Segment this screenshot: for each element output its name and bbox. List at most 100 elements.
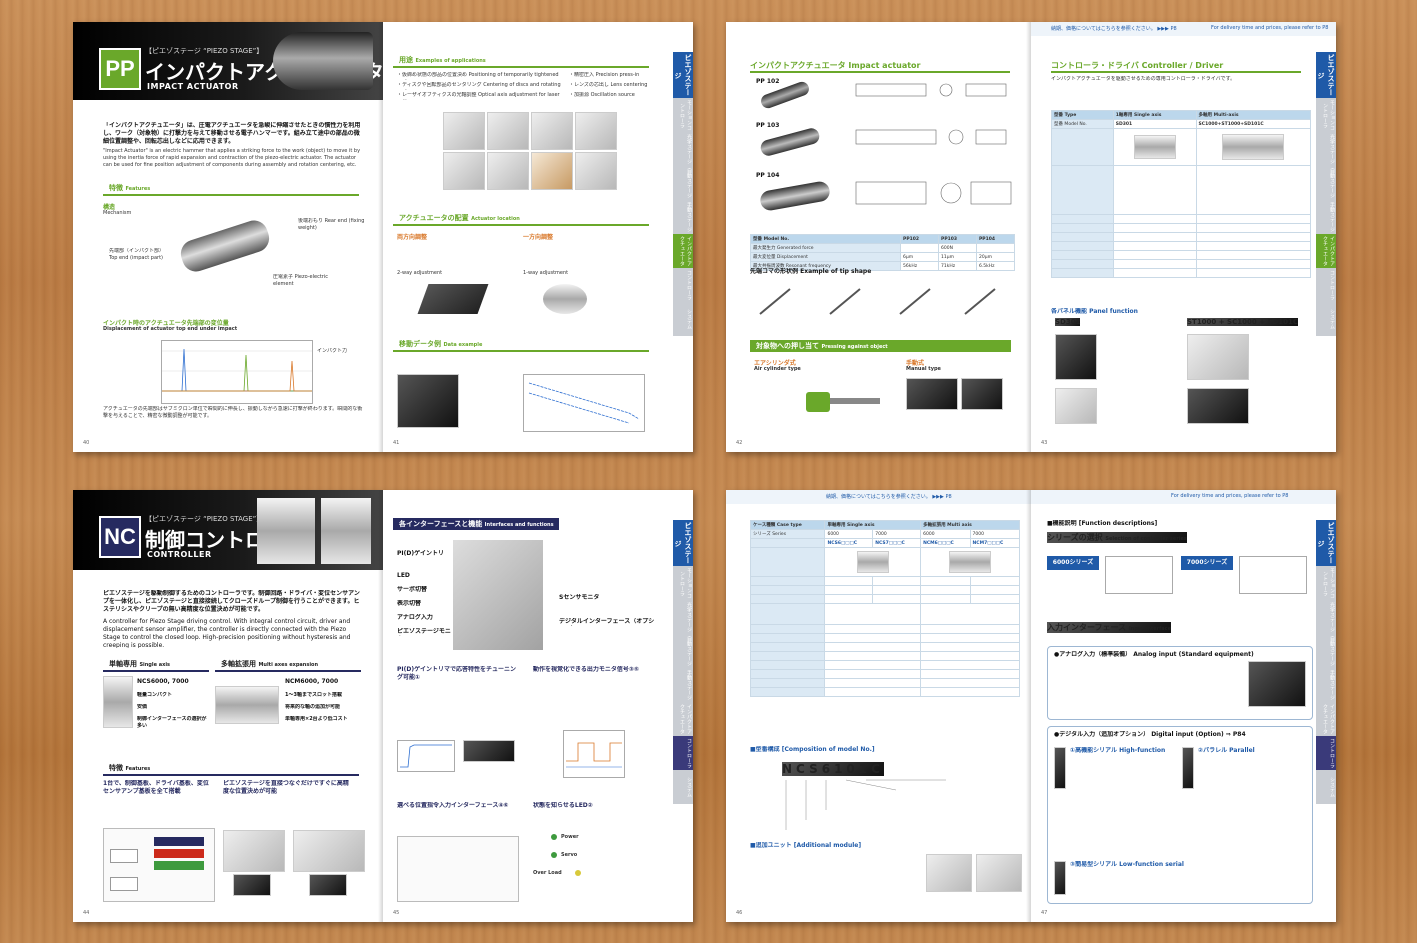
index-tab[interactable]: 自動ステージ bbox=[1316, 166, 1336, 201]
index-tab[interactable]: インパクトアクチュエータ bbox=[673, 234, 693, 269]
table-header: 1軸専用 Single axis bbox=[1112, 110, 1197, 120]
spec-title: インパクトアクチュエータ Impact actuator bbox=[750, 61, 921, 70]
bi-direction-figure bbox=[417, 284, 489, 314]
intro-jp: ピエゾステージを駆動制御するためのコントローラです。制御回路・ドライバ・変位セン… bbox=[103, 590, 360, 613]
features-heading: 特徴 Features bbox=[103, 182, 359, 196]
index-tab[interactable]: 自動ステージ bbox=[1316, 634, 1336, 669]
index-tab[interactable]: 手動ステージ bbox=[673, 200, 693, 235]
index-tab[interactable]: コントローラ bbox=[1316, 268, 1336, 303]
index-tab[interactable]: コントローラ bbox=[673, 268, 693, 303]
index-tabs: ピエゾステージ モーションコントローラ 光学ステージ 自動ステージ 手動ステージ… bbox=[1316, 520, 1336, 902]
index-tab[interactable]: モーションコントローラ bbox=[1316, 98, 1336, 133]
led-label: Over Load bbox=[533, 870, 562, 876]
analog-title: ●アナログ入力（標準装備） Analog input (Standard equ… bbox=[1054, 651, 1254, 658]
index-tab[interactable]: ピエゾステージ bbox=[673, 520, 693, 567]
front-callout: サーボ切替 bbox=[397, 586, 428, 593]
front-callout: LED bbox=[397, 572, 410, 579]
analog-photo bbox=[1248, 661, 1306, 707]
index-tab[interactable]: コントローラ bbox=[1316, 736, 1336, 771]
index-tab[interactable]: モーションコントローラ bbox=[673, 566, 693, 601]
single-feature: 軽量コンパクト bbox=[137, 692, 173, 698]
page-47: For delivery time and prices, please ref… bbox=[1031, 490, 1336, 922]
mechanism-en: Mechanism bbox=[103, 210, 132, 216]
displacement-plot bbox=[161, 340, 313, 404]
table-cell: 20μm bbox=[976, 252, 1015, 262]
index-tab[interactable]: ピエゾステージ bbox=[673, 52, 693, 99]
index-tab[interactable]: モーションコントローラ bbox=[1316, 566, 1336, 601]
index-tab[interactable]: ピエゾステージ bbox=[1316, 520, 1336, 567]
index-tab[interactable]: コントローラ bbox=[673, 736, 693, 771]
series-7000-badge: 7000シリーズ bbox=[1181, 556, 1233, 570]
index-tab[interactable]: ピエゾステージ bbox=[1316, 52, 1336, 99]
move-data-heading: 移動データ例 Data example bbox=[393, 338, 649, 352]
function-title: ■機能説明 [Function descriptions] bbox=[1047, 520, 1158, 527]
application-photo bbox=[575, 112, 617, 150]
table-cell: 最大共振周波数 Resonant frequency bbox=[749, 261, 902, 271]
module-photo bbox=[926, 854, 972, 892]
response-curve bbox=[400, 744, 452, 768]
table-cell: シリーズ Series bbox=[749, 529, 826, 539]
index-tab[interactable]: モーションコントローラ bbox=[673, 98, 693, 133]
page-40: PP 【ピエゾステージ “PIEZO STAGE”】 インパクトアクチュエータ … bbox=[73, 22, 383, 452]
spread-controller-specs: 納期、価格についてはこちらを参照ください。 ▶▶▶ P8 ケース種類 Case … bbox=[726, 490, 1336, 922]
index-tab[interactable]: インパクトアクチュエータ bbox=[1316, 702, 1336, 737]
index-tab[interactable]: 手動ステージ bbox=[673, 668, 693, 703]
index-tab[interactable]: システム bbox=[1316, 770, 1336, 805]
move-data-en: Data example bbox=[443, 342, 483, 348]
page-number: 40 bbox=[83, 440, 90, 446]
index-tab[interactable]: 光学ステージ bbox=[673, 600, 693, 635]
delivery-note-en: For delivery time and prices, please ref… bbox=[1211, 25, 1329, 31]
apps-en: Examples of applications bbox=[415, 58, 486, 64]
page-43: 納期、価格についてはこちらを参照ください。 ▶▶▶ P8 For deliver… bbox=[1031, 22, 1336, 452]
index-tab[interactable]: インパクトアクチュエータ bbox=[673, 702, 693, 737]
intro-jp: 「インパクトアクチュエータ」は、圧電アクチュエータを急峻に伸縮させたときの慣性力… bbox=[103, 122, 361, 145]
sd301-rear-photo bbox=[1055, 388, 1097, 424]
index-tab[interactable]: システム bbox=[673, 302, 693, 337]
index-tab[interactable]: 自動ステージ bbox=[673, 166, 693, 201]
index-tab[interactable]: 光学ステージ bbox=[1316, 600, 1336, 635]
index-tab[interactable]: 手動ステージ bbox=[1316, 200, 1336, 235]
index-tab[interactable]: 手動ステージ bbox=[1316, 668, 1336, 703]
mechanism-illustration bbox=[168, 216, 283, 276]
intro-en: A controller for Piezo Stage driving con… bbox=[103, 618, 351, 648]
application-photo bbox=[443, 112, 485, 150]
air-cylinder-label: エアシリンダ式 bbox=[754, 360, 796, 367]
pp104-photo bbox=[758, 180, 832, 212]
power-led-icon bbox=[551, 834, 557, 840]
multi-feature: 1〜3軸までスロット搭載 bbox=[285, 692, 342, 698]
digital-title: ●デジタル入力（追加オプション） Digital input (Option) … bbox=[1054, 731, 1246, 738]
page-header: PP 【ピエゾステージ “PIEZO STAGE”】 インパクトアクチュエータ … bbox=[73, 22, 383, 100]
tip-en: Example of tip shape bbox=[800, 268, 872, 275]
parallel-title: ②パラレル Parallel bbox=[1198, 747, 1255, 754]
press-jp: 対象物への押し当て bbox=[756, 342, 819, 350]
index-tab[interactable]: 光学ステージ bbox=[673, 132, 693, 167]
placement-en: Actuator location bbox=[471, 216, 520, 222]
single-feature: 安価 bbox=[137, 704, 148, 710]
index-tab[interactable]: システム bbox=[1316, 302, 1336, 337]
spec-title-rule bbox=[750, 71, 1010, 73]
app-item: ・レーザイオフティクスの光軸調整 Optical axis adjustment… bbox=[397, 92, 560, 100]
index-tab[interactable]: インパクトアクチュエータ bbox=[1316, 234, 1336, 269]
delivery-bar: For delivery time and prices, please ref… bbox=[1031, 490, 1336, 504]
multi-feature: 単軸専用×2台より低コスト bbox=[285, 716, 348, 722]
manual-photo bbox=[961, 378, 1003, 410]
body-note: アクチュエータの先端部はサブミクロン単位で瞬間的に伸長し、振動しながら急速に打撃… bbox=[103, 406, 363, 419]
index-tab[interactable]: システム bbox=[673, 770, 693, 805]
single-en: Single axis bbox=[139, 662, 171, 668]
table-header: 単軸専用 Single axis bbox=[824, 520, 922, 530]
index-tab[interactable]: 光学ステージ bbox=[1316, 132, 1336, 167]
table-cell: SD301 bbox=[1112, 119, 1197, 129]
panel-heading: 各パネル機能 Panel function bbox=[1051, 308, 1211, 316]
callout-piezo: 圧電素子 Piezo-electric element bbox=[273, 274, 328, 287]
single-axis-photo bbox=[103, 676, 133, 728]
single-jp: 単軸専用 bbox=[109, 660, 137, 668]
controller-front-photo bbox=[453, 540, 543, 650]
interface-en: Interfaces and functions bbox=[484, 522, 554, 528]
index-tab[interactable]: 自動ステージ bbox=[673, 634, 693, 669]
mechanism-jp: 構造 bbox=[103, 204, 116, 211]
table-cell: 7000 bbox=[872, 529, 922, 539]
delivery-note-en: For delivery time and prices, please ref… bbox=[1171, 493, 1289, 499]
led-label: Servo bbox=[561, 852, 578, 858]
page-number: 42 bbox=[736, 440, 743, 446]
